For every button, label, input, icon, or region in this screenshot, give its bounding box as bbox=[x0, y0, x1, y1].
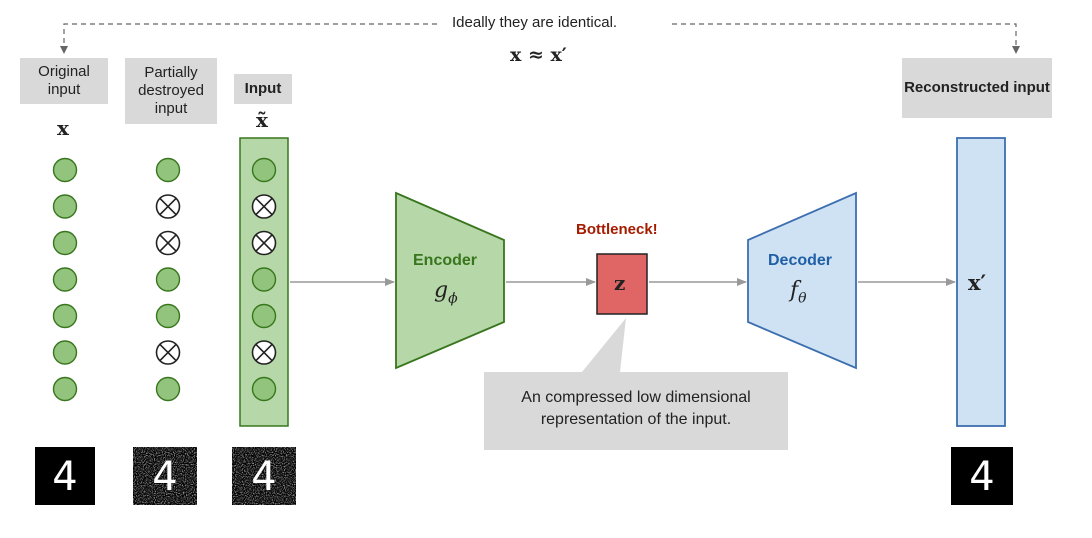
identity-connector bbox=[60, 23, 1020, 54]
input-node bbox=[52, 340, 78, 365]
input-node bbox=[251, 376, 277, 402]
right-arrowhead bbox=[1012, 46, 1020, 54]
input-node bbox=[155, 376, 181, 402]
decoder-symbol: fθ bbox=[790, 278, 807, 307]
digit-destroyed: 4 bbox=[133, 447, 197, 505]
digit-input: 4 bbox=[232, 447, 296, 505]
reconstructed-column-box bbox=[956, 137, 1006, 427]
identity-note: Ideally they are identical. bbox=[452, 14, 618, 31]
input-symbol: x̃ bbox=[256, 108, 268, 132]
noisy-input-nodes bbox=[251, 157, 277, 402]
encoder-label: Encoder bbox=[413, 252, 478, 269]
destroyed-node-cross bbox=[255, 197, 273, 216]
input-label: Input bbox=[234, 74, 292, 104]
destroyed-node-cross bbox=[255, 234, 273, 252]
destroyed-input-nodes bbox=[155, 157, 181, 402]
callout-bubble bbox=[484, 318, 788, 450]
decoder-shape bbox=[747, 191, 857, 370]
bottleneck-box bbox=[596, 253, 648, 315]
destroyed-node-cross bbox=[159, 234, 177, 252]
callout-line-2: representation of the input. bbox=[540, 411, 732, 428]
digit-glyph-reconstructed: 4 bbox=[969, 454, 994, 500]
reconstructed-symbol: x′ bbox=[968, 270, 987, 295]
destroyed-node-cross bbox=[159, 197, 177, 216]
digit-reconstructed: 4 bbox=[951, 447, 1013, 505]
destroyed-node-cross bbox=[255, 343, 273, 362]
destroyed-node-cross bbox=[159, 343, 177, 362]
callout-text: An compressed low dimensional representa… bbox=[484, 387, 788, 431]
digit-original: 4 bbox=[35, 447, 95, 505]
input-node bbox=[251, 303, 277, 329]
original-input-symbol: x bbox=[57, 116, 69, 140]
input-node bbox=[52, 194, 78, 219]
left-arrowhead bbox=[60, 46, 68, 54]
original-input-nodes bbox=[52, 157, 78, 402]
encoder-symbol: gϕ bbox=[434, 278, 458, 307]
bottleneck-label: Bottleneck! bbox=[576, 221, 658, 238]
input-node bbox=[155, 157, 181, 183]
input-node bbox=[155, 267, 181, 292]
bottleneck-symbol: z bbox=[614, 271, 626, 295]
input-node bbox=[251, 157, 277, 183]
identity-formula: x ≈ x′ bbox=[510, 44, 567, 66]
destroyed-input-label: Partially destroyed input bbox=[125, 58, 217, 124]
input-node bbox=[52, 303, 78, 329]
encoder-shape bbox=[395, 191, 505, 370]
decoder-label: Decoder bbox=[768, 252, 833, 269]
callout-line-1: An compressed low dimensional bbox=[521, 389, 751, 406]
input-node bbox=[52, 230, 78, 256]
input-node bbox=[52, 267, 78, 292]
input-node bbox=[155, 303, 181, 329]
reconstructed-input-label: Reconstructed input bbox=[902, 58, 1052, 118]
input-node bbox=[52, 376, 78, 402]
input-node bbox=[251, 267, 277, 292]
input-node bbox=[52, 157, 78, 183]
digit-glyph-original: 4 bbox=[52, 454, 77, 500]
original-input-label: Original input bbox=[20, 58, 108, 104]
